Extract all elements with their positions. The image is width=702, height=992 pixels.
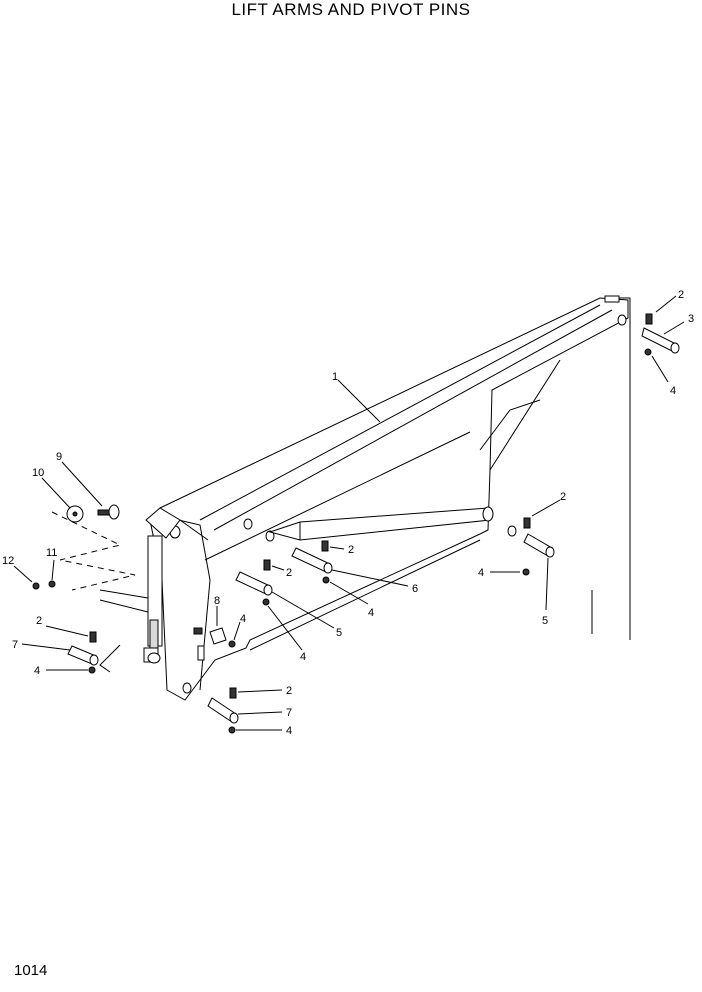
callout-2: 2 — [678, 289, 684, 301]
crossbars — [51, 511, 149, 673]
callout-2: 2 — [348, 544, 354, 556]
callout-3: 3 — [688, 313, 694, 325]
callout-2: 2 — [36, 615, 42, 627]
callout-4: 4 — [300, 651, 306, 663]
grease-parts — [32, 504, 120, 590]
callout-2: 2 — [560, 491, 566, 503]
callout-4: 4 — [478, 567, 484, 579]
callout-4: 4 — [240, 613, 246, 625]
callout-11: 11 — [46, 547, 57, 559]
callout-1: 1 — [332, 371, 338, 383]
callout-4: 4 — [368, 607, 374, 619]
callout-5: 5 — [542, 615, 548, 627]
page-number: 1014 — [14, 962, 48, 979]
fasteners — [88, 313, 653, 734]
mounting-plate — [591, 297, 631, 640]
callout-6: 6 — [412, 583, 418, 595]
vertical-link — [143, 507, 181, 664]
callout-2: 2 — [286, 685, 292, 697]
callout-7: 7 — [286, 707, 292, 719]
callout-4: 4 — [670, 385, 676, 397]
callout-7: 7 — [12, 639, 18, 651]
callout-8: 8 — [214, 595, 220, 607]
page-title: LIFT ARMS AND PIVOT PINS — [231, 0, 471, 19]
callout-2: 2 — [286, 567, 292, 579]
callout-5: 5 — [336, 627, 342, 639]
pins — [67, 327, 680, 724]
lift-cylinder — [268, 506, 494, 541]
callouts: 1 2 3 4 2 4 5 2 6 4 2 5 4 8 4 2 7 4 2 7 … — [2, 289, 694, 737]
callout-4: 4 — [34, 665, 40, 677]
leader-lines — [13, 295, 685, 731]
callout-4: 4 — [286, 725, 292, 737]
callout-9: 9 — [56, 451, 62, 463]
callout-12: 12 — [2, 555, 14, 567]
callout-10: 10 — [32, 467, 44, 479]
